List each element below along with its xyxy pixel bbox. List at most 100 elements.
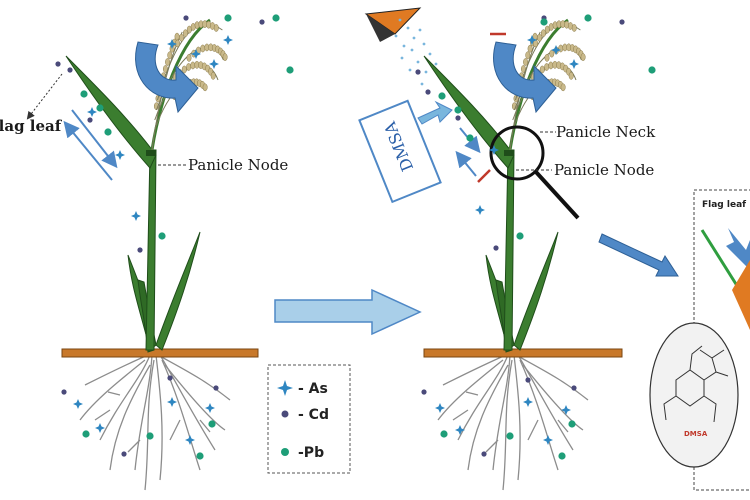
- as-sparkle-icon: [277, 380, 293, 396]
- cd-particle: [183, 15, 189, 21]
- as-particle: [527, 35, 537, 45]
- pb-particle: [540, 18, 548, 26]
- left-transport-arrows: [63, 109, 118, 181]
- panicle-node-label-left: Panicle Node: [188, 156, 288, 174]
- as-particle: [209, 59, 219, 69]
- dmsa-card: DMSA: [358, 99, 442, 204]
- pb-particle: [286, 66, 294, 74]
- flag-leaf-pointer: [26, 73, 63, 120]
- pb-particle: [96, 104, 104, 112]
- spray-nozzle: [364, 7, 422, 42]
- grain: [167, 51, 173, 60]
- legend-label-cd: - Cd: [298, 407, 329, 423]
- as-particle: [223, 35, 233, 45]
- right-curved-arrow: [493, 41, 557, 114]
- grain: [560, 83, 566, 92]
- flag-leaf-label: Flag leaf: [0, 117, 63, 135]
- cd-particle: [493, 245, 499, 251]
- pb-particle: [558, 452, 566, 460]
- as-particle: [561, 405, 571, 415]
- grain: [537, 33, 542, 42]
- as-particle: [167, 397, 177, 407]
- legend-label-pb: -Pb: [298, 445, 324, 461]
- as-particle: [569, 59, 579, 69]
- mist-droplet: [406, 26, 410, 30]
- as-particle: [73, 399, 83, 409]
- pb-particle: [146, 432, 154, 440]
- grain: [571, 24, 577, 32]
- pb-dot-icon: [281, 448, 289, 456]
- legend-item-as: - As: [277, 380, 328, 397]
- transition-arrow: [274, 288, 422, 336]
- panicle-neck-label: Panicle Neck: [556, 123, 656, 141]
- left-stem: [145, 149, 157, 351]
- cd-particle: [213, 385, 219, 391]
- grain: [182, 29, 188, 38]
- pb-particle: [82, 430, 90, 438]
- grain: [186, 63, 192, 71]
- pb-particle: [224, 14, 232, 22]
- grain: [175, 39, 181, 48]
- grain: [179, 33, 184, 42]
- grain: [523, 58, 529, 66]
- inset-arrow: [598, 233, 679, 277]
- as-particle: [475, 205, 485, 215]
- pb-particle: [506, 432, 514, 440]
- as-particle: [167, 39, 177, 49]
- cd-particle: [481, 451, 487, 457]
- grain: [544, 54, 550, 62]
- cd-particle: [87, 117, 93, 123]
- as-particle: [191, 49, 201, 59]
- left-curved-arrow: [135, 41, 199, 114]
- pb-particle: [516, 232, 524, 240]
- as-particle: [435, 403, 445, 413]
- mist-droplet: [416, 60, 420, 64]
- pb-particle: [208, 420, 216, 428]
- grain: [527, 44, 533, 53]
- grain: [539, 65, 545, 74]
- pb-particle: [158, 232, 166, 240]
- mist-droplet: [398, 18, 402, 22]
- pb-particle: [466, 134, 474, 142]
- magnifier-icon: [489, 125, 580, 220]
- cd-particle: [421, 389, 427, 395]
- as-particle: [115, 150, 125, 160]
- dmsa-molecule: DMSA: [649, 322, 739, 468]
- mist-droplet: [422, 42, 426, 46]
- grain: [548, 61, 554, 70]
- as-particle: [523, 397, 533, 407]
- mist-droplet: [394, 34, 398, 38]
- cd-particle: [525, 377, 531, 383]
- grain: [540, 29, 546, 38]
- cd-particle: [455, 115, 461, 121]
- inset-dmsa-label: DMSA: [684, 430, 708, 438]
- grain: [190, 61, 196, 70]
- pb-particle: [454, 106, 462, 114]
- right-flag-leaf: [423, 55, 515, 169]
- grain: [213, 24, 219, 32]
- left-soil-line: [61, 348, 259, 358]
- mist-droplet: [410, 48, 414, 52]
- grain: [222, 53, 228, 61]
- left-flag-leaf: [65, 55, 157, 169]
- mist-droplet: [412, 36, 416, 40]
- mist-droplet: [428, 52, 432, 56]
- as-particle: [543, 435, 553, 445]
- panicle-node-label-right: Panicle Node: [554, 161, 654, 179]
- mist-droplet: [424, 70, 428, 74]
- as-particle: [205, 403, 215, 413]
- mist-droplet: [420, 82, 424, 86]
- inset-flag-leaf-label: Flag leaf: [702, 200, 746, 210]
- mist-droplet: [408, 68, 412, 72]
- mist-droplet: [418, 28, 422, 32]
- mist-droplet: [402, 44, 406, 48]
- cd-particle: [55, 61, 61, 67]
- left-plant: [61, 18, 259, 491]
- grain: [200, 44, 206, 53]
- as-particle: [455, 425, 465, 435]
- grain: [174, 32, 180, 41]
- pb-particle: [104, 128, 112, 136]
- metal-particles: [55, 14, 656, 460]
- pb-particle: [80, 90, 88, 98]
